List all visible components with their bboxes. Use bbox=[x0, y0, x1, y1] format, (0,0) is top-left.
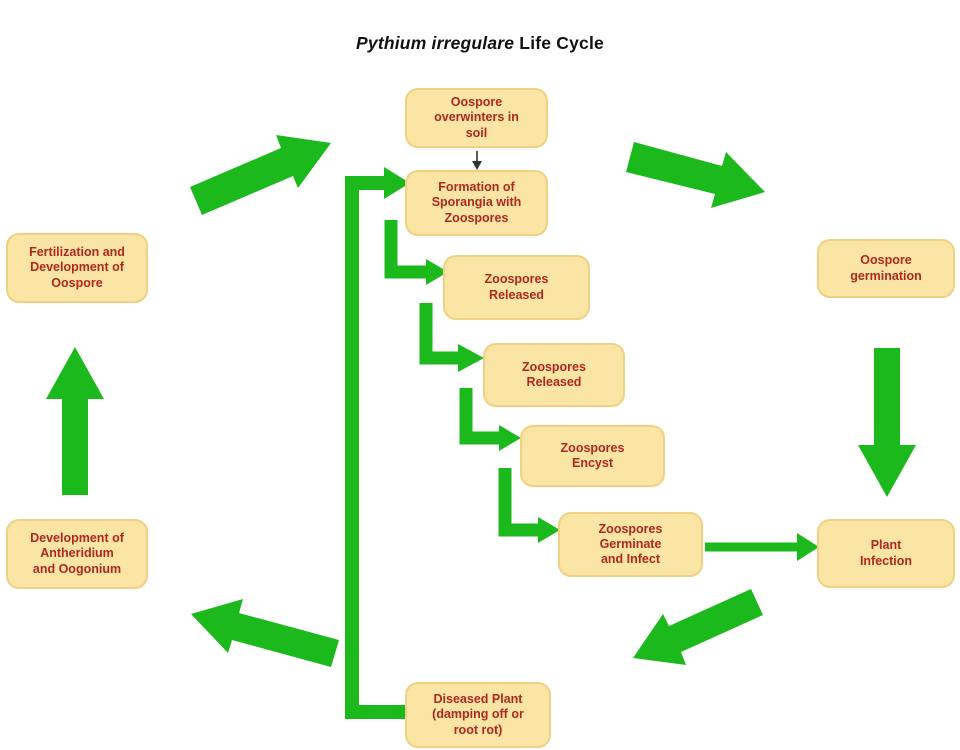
arrow-antheridium-to-fertilization bbox=[46, 347, 104, 495]
arrow-fertilization-to-overwinter bbox=[190, 135, 331, 215]
diagram-title: Pythium irregulare Life Cycle bbox=[0, 33, 960, 54]
connector-overwinters-to-formation-head bbox=[472, 161, 482, 170]
connector-released1-to-released2-head bbox=[458, 344, 484, 372]
arrow-formation-to-germination bbox=[626, 142, 765, 208]
node-zoospores-germinate: Zoospores Germinate and Infect bbox=[558, 512, 703, 577]
arrow-germination-to-infection bbox=[858, 348, 916, 497]
node-oospore-germination: Oospore germination bbox=[817, 239, 955, 298]
connector-released2-to-encyst-head bbox=[499, 425, 521, 451]
arrow-infection-to-diseased bbox=[633, 589, 763, 665]
node-diseased-plant: Diseased Plant (damping off or root rot) bbox=[405, 682, 551, 748]
node-development-antheridium: Development of Antheridium and Oogonium bbox=[6, 519, 148, 589]
connector-diseased-to-formation bbox=[345, 176, 405, 719]
connector-germinate-to-infection-head bbox=[797, 533, 819, 561]
node-plant-infection: Plant Infection bbox=[817, 519, 955, 588]
node-oospore-overwinters: Oospore overwinters in soil bbox=[405, 88, 548, 148]
node-fertilization: Fertilization and Development of Oospore bbox=[6, 233, 148, 303]
node-zoospores-released-1: Zoospores Released bbox=[443, 255, 590, 320]
title-species-name: Pythium irregulare bbox=[356, 33, 515, 53]
node-zoospores-released-2: Zoospores Released bbox=[483, 343, 625, 407]
title-rest: Life Cycle bbox=[514, 33, 604, 53]
node-zoospores-encyst: Zoospores Encyst bbox=[520, 425, 665, 487]
arrow-diseased-to-antheridium bbox=[191, 599, 339, 667]
connector-encyst-to-germinate-head bbox=[538, 517, 560, 543]
node-formation-sporangia: Formation of Sporangia with Zoospores bbox=[405, 170, 548, 236]
